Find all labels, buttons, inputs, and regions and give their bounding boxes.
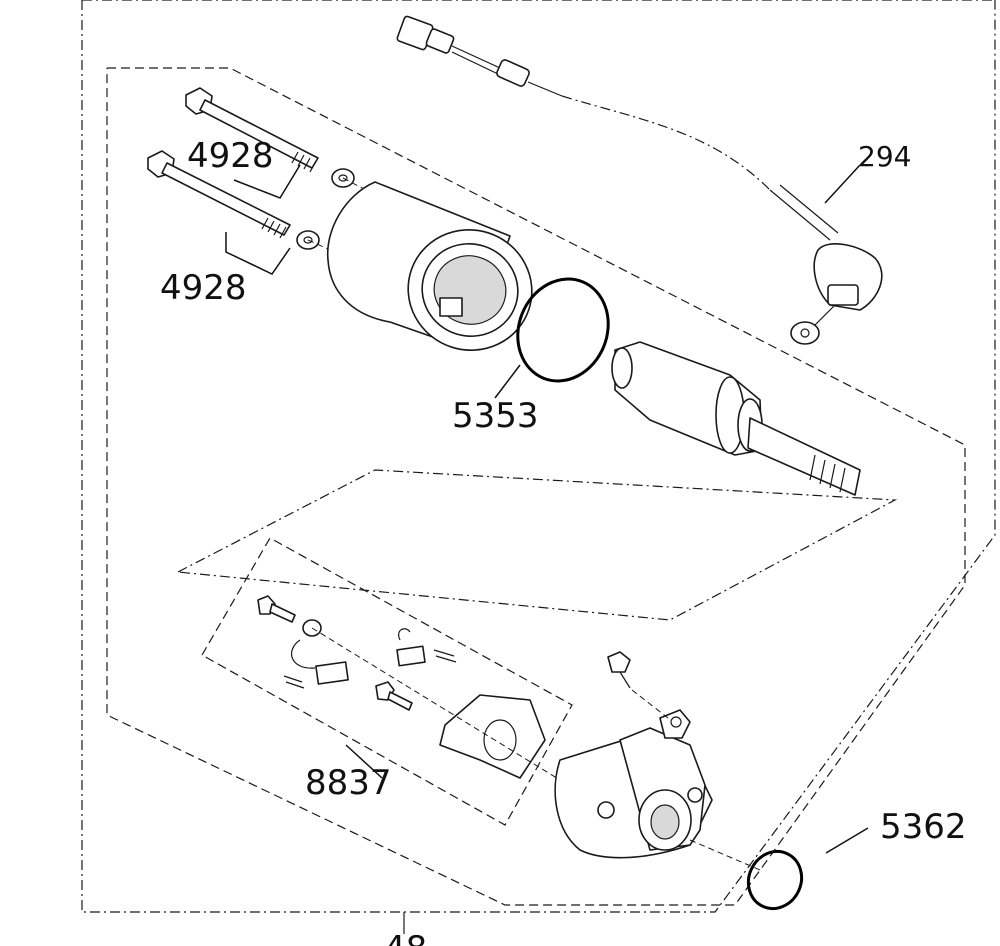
leader-lines <box>225 164 869 854</box>
armature <box>611 341 861 496</box>
brush-kit-frame <box>201 537 573 826</box>
wire-cable <box>396 15 883 345</box>
o-ring-end <box>746 850 804 910</box>
brush-kit-parts <box>257 595 561 781</box>
callout-294: 294 <box>858 140 911 173</box>
callout-48: 48 <box>384 929 427 946</box>
callout-4928-upper: 4928 <box>187 136 274 176</box>
end-cover <box>554 651 761 871</box>
callout-5362: 5362 <box>880 807 967 847</box>
o-ring-middle <box>516 277 610 383</box>
through-bolt-upper <box>185 87 355 188</box>
motor-yoke <box>326 181 533 351</box>
callout-5353: 5353 <box>452 396 539 436</box>
armature-frame <box>175 469 898 621</box>
callout-4928-lower: 4928 <box>160 268 247 308</box>
callout-8837: 8837 <box>305 763 392 803</box>
assembly-outer-frame <box>81 0 996 934</box>
motor-subassembly-frame <box>106 67 966 906</box>
